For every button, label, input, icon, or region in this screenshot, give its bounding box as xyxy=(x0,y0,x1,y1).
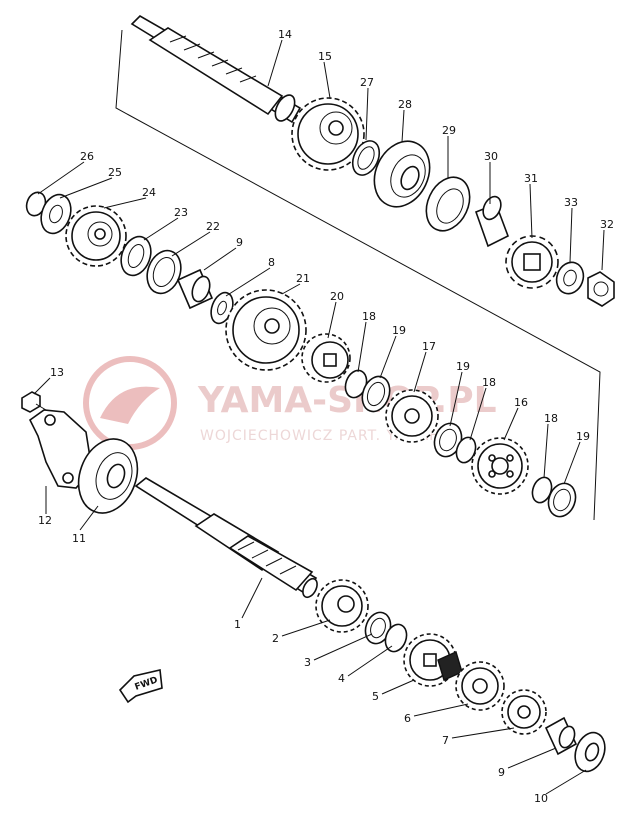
bearing-11 xyxy=(77,438,139,514)
oil-seal-29 xyxy=(425,176,471,232)
sprocket-31 xyxy=(505,235,559,289)
bearing-28 xyxy=(373,140,431,208)
callout-25: 25 xyxy=(108,166,122,179)
callout-17: 17 xyxy=(422,340,436,353)
gear-16 xyxy=(471,437,529,495)
callout-2: 2 xyxy=(272,632,279,645)
gear-17 xyxy=(385,389,439,443)
gear-7 xyxy=(501,689,547,735)
gear-21 xyxy=(225,289,307,371)
lock-washer-33 xyxy=(555,261,585,295)
bushing-9-upper xyxy=(176,268,214,310)
callout-5: 5 xyxy=(372,690,379,703)
callout-9-upper: 9 xyxy=(236,236,243,249)
gear-6 xyxy=(455,661,505,711)
callout-30: 30 xyxy=(484,150,498,163)
callout-8: 8 xyxy=(268,256,275,269)
callout-18-a: 18 xyxy=(362,310,376,323)
callout-21: 21 xyxy=(296,272,310,285)
callout-10: 10 xyxy=(534,792,548,805)
callout-33: 33 xyxy=(564,196,578,209)
callout-18-c: 18 xyxy=(544,412,558,425)
assembly-frame xyxy=(115,29,601,521)
washer-22 xyxy=(146,249,182,295)
callout-26: 26 xyxy=(80,150,94,163)
fwd-arrow: FWD xyxy=(118,669,163,704)
stopper-plate-12 xyxy=(28,409,93,489)
callout-16: 16 xyxy=(514,396,528,409)
main-axle xyxy=(134,477,318,599)
callout-19-b: 19 xyxy=(456,360,470,373)
watermark: YAMA-SHOP.PL WOJCIECHOWICZ PART. YAMAHA xyxy=(83,356,497,450)
collar-30 xyxy=(474,195,510,248)
washer-19-a xyxy=(361,375,391,413)
callout-1: 1 xyxy=(234,618,241,631)
watermark-sub-text: WOJCIECHOWICZ PART. YAMAHA xyxy=(200,428,451,444)
callout-20: 20 xyxy=(330,290,344,303)
gear-15 xyxy=(291,97,365,171)
callout-32: 32 xyxy=(600,218,614,231)
callout-22: 22 xyxy=(206,220,220,233)
bearing-10 xyxy=(574,731,606,773)
drive-axle xyxy=(130,15,302,124)
gear-24 xyxy=(65,205,127,267)
circlip-4 xyxy=(384,623,408,653)
washer-25 xyxy=(40,193,72,235)
gear-2 xyxy=(315,579,369,633)
callout-4: 4 xyxy=(338,672,345,685)
nut-32 xyxy=(587,271,615,307)
washer-19-b xyxy=(433,422,463,458)
callout-19-c: 19 xyxy=(576,430,590,443)
bushing-9-lower xyxy=(544,716,578,756)
callout-14: 14 xyxy=(278,28,292,41)
callout-27: 27 xyxy=(360,76,374,89)
callout-18-b: 18 xyxy=(482,376,496,389)
callout-12: 12 xyxy=(38,514,52,527)
callout-24: 24 xyxy=(142,186,156,199)
callout-15: 15 xyxy=(318,50,332,63)
leader-lines xyxy=(33,39,605,795)
callout-13: 13 xyxy=(50,366,64,379)
spacer-23 xyxy=(120,235,152,277)
callout-28: 28 xyxy=(398,98,412,111)
callout-29: 29 xyxy=(442,124,456,137)
callout-31: 31 xyxy=(524,172,538,185)
washer-19-c xyxy=(547,482,577,518)
callout-7: 7 xyxy=(442,734,449,747)
callout-9-lower: 9 xyxy=(498,766,505,779)
gear-5 xyxy=(403,633,463,687)
callout-11: 11 xyxy=(72,532,86,545)
callout-19-a: 19 xyxy=(392,324,406,337)
callouts: 14 15 27 28 29 30 31 33 32 26 25 24 23 2… xyxy=(38,28,614,805)
screw-13 xyxy=(21,391,47,413)
washer-27 xyxy=(351,140,381,176)
callout-6: 6 xyxy=(404,712,411,725)
gear-20 xyxy=(301,333,351,383)
callout-3: 3 xyxy=(304,656,311,669)
callout-23: 23 xyxy=(174,206,188,219)
